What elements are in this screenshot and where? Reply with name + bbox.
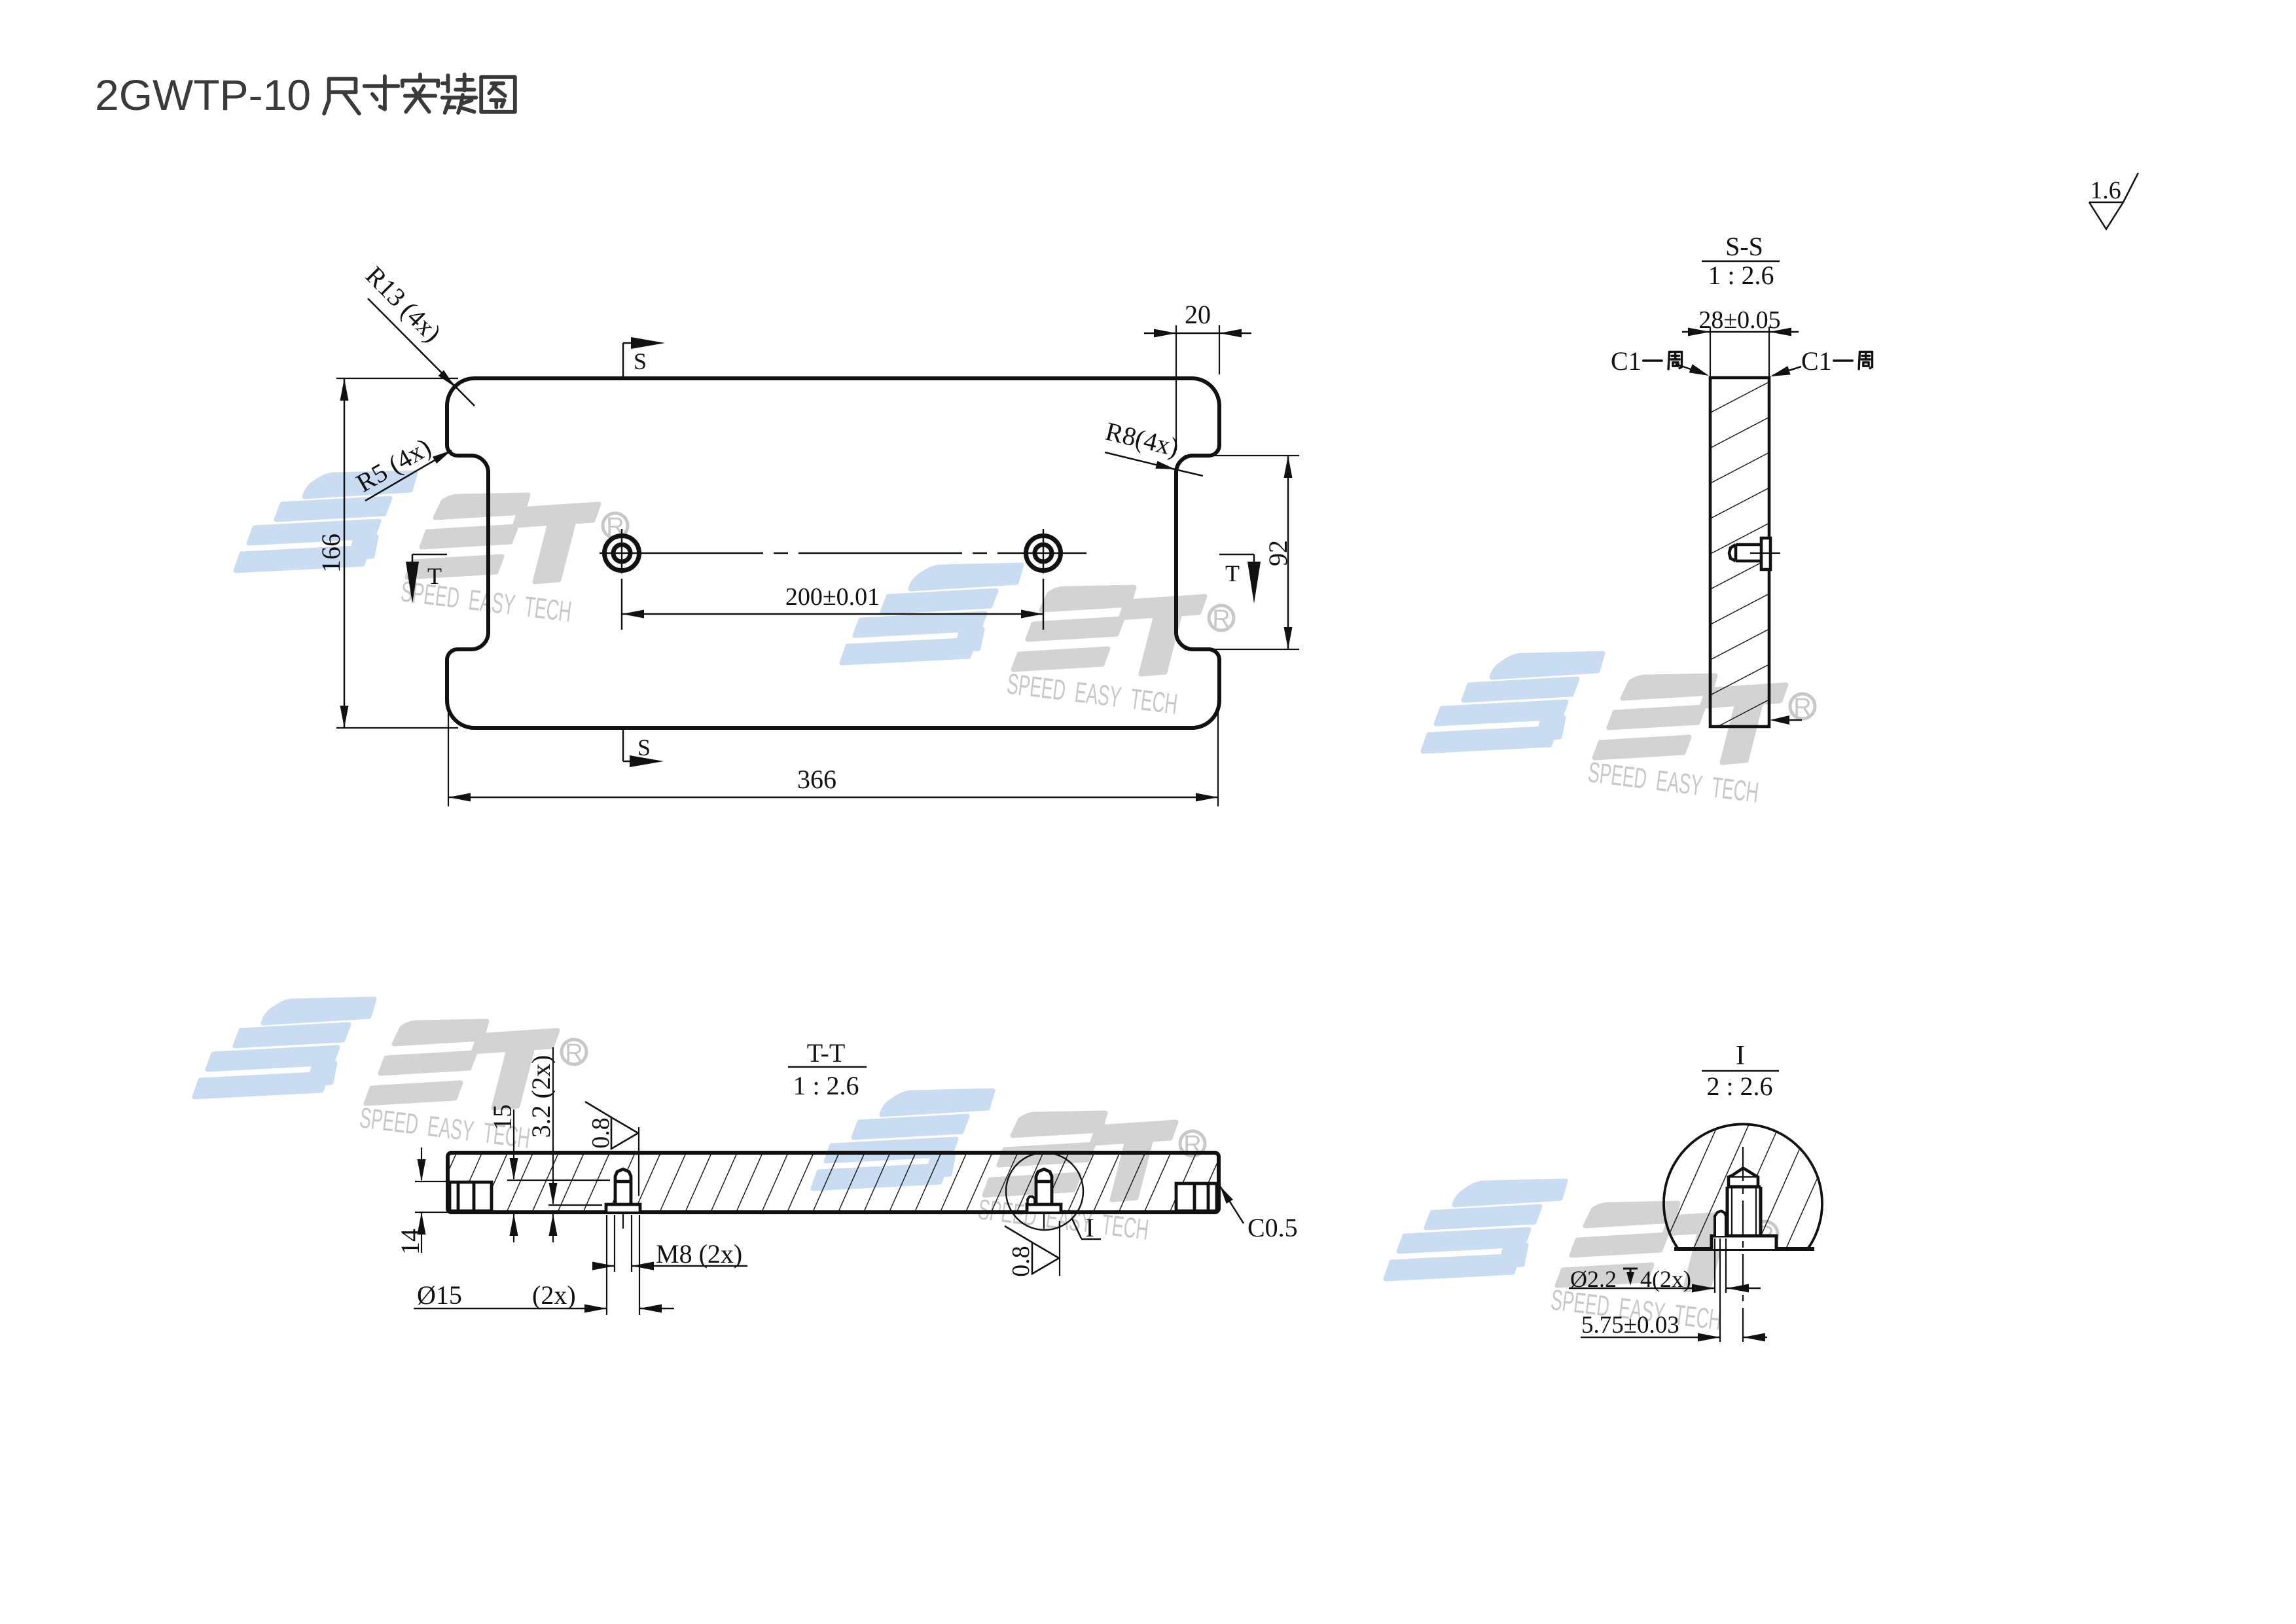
svg-text:S-S: S-S <box>1725 232 1763 261</box>
svg-text:0.8: 0.8 <box>587 1117 615 1149</box>
svg-text:C1: C1 <box>1611 346 1641 376</box>
svg-text:92: 92 <box>1263 540 1293 566</box>
svg-text:0.8: 0.8 <box>1007 1246 1035 1277</box>
svg-text:5.75±0.03: 5.75±0.03 <box>1581 1312 1679 1339</box>
svg-text:14: 14 <box>395 1229 425 1255</box>
svg-text:366: 366 <box>797 765 836 794</box>
svg-text:I: I <box>1085 1213 1094 1242</box>
svg-text:T: T <box>427 563 442 589</box>
svg-text:20: 20 <box>1185 300 1211 329</box>
svg-text:3.2 (2x): 3.2 (2x) <box>526 1055 556 1138</box>
svg-text:Ø15: Ø15 <box>417 1280 462 1310</box>
svg-text:1 : 2.6: 1 : 2.6 <box>1708 261 1774 290</box>
svg-text:1 : 2.6: 1 : 2.6 <box>793 1071 859 1100</box>
svg-text:15: 15 <box>488 1104 517 1130</box>
svg-text:M8 (2x): M8 (2x) <box>656 1239 742 1269</box>
svg-text:2GWTP-10: 2GWTP-10 <box>95 71 311 119</box>
svg-text:1.6: 1.6 <box>2090 177 2121 204</box>
svg-text:166: 166 <box>316 533 346 573</box>
svg-text:I: I <box>1736 1041 1745 1071</box>
svg-text:T-T: T-T <box>807 1038 846 1068</box>
svg-text:28±0.05: 28±0.05 <box>1698 306 1780 334</box>
svg-text:T: T <box>1225 560 1240 586</box>
svg-text:(2x): (2x) <box>532 1280 576 1310</box>
svg-text:C1: C1 <box>1801 346 1832 376</box>
svg-text:2 : 2.6: 2 : 2.6 <box>1706 1072 1772 1101</box>
svg-text:C0.5: C0.5 <box>1247 1213 1298 1242</box>
svg-text:200±0.01: 200±0.01 <box>785 583 880 611</box>
svg-text:S: S <box>634 348 647 374</box>
svg-text:S: S <box>637 734 651 761</box>
